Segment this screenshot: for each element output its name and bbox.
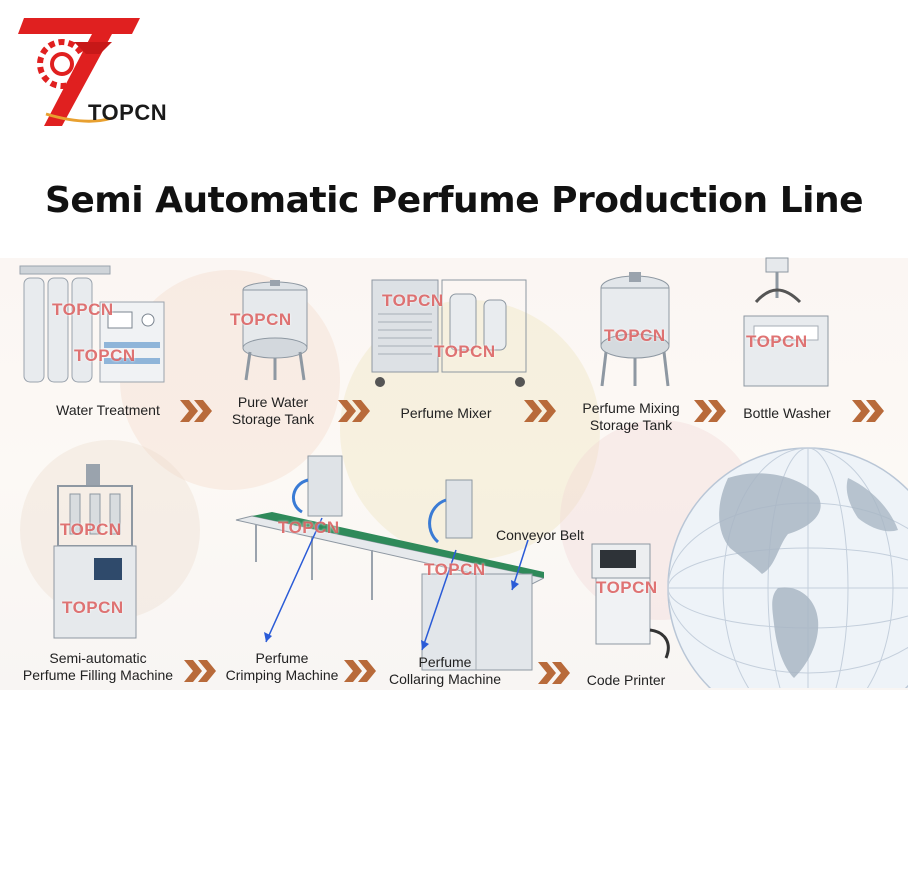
chevron-arrow-icon: [538, 662, 570, 684]
watermark: TOPCN: [278, 518, 340, 537]
watermark: TOPCN: [230, 310, 292, 329]
watermark: TOPCN: [382, 291, 444, 310]
watermark: TOPCN: [60, 520, 122, 539]
label-bottle-washer: Bottle Washer: [743, 405, 831, 421]
label-perfume-mixing-storage-tank: Perfume Mixing Storage Tank: [570, 400, 692, 434]
chevron-arrow-icon: [184, 660, 216, 682]
bottle-washer-machine: [743, 257, 829, 387]
label-line: Perfume Filling Machine: [22, 667, 174, 683]
chevron-arrow-icon: [180, 400, 212, 422]
water-treatment-machine: [19, 265, 165, 383]
label-code-printer: Code Printer: [586, 672, 666, 688]
label-line: Collaring Machine: [388, 671, 502, 687]
watermark: TOPCN: [746, 332, 808, 351]
topcn-logo: TOPCN: [16, 14, 168, 132]
watermark: TOPCN: [434, 342, 496, 361]
label-line: Perfume: [418, 654, 472, 670]
topcn-logo-mark: [18, 18, 140, 126]
watermark: TOPCN: [424, 560, 486, 579]
watermark: TOPCN: [74, 346, 136, 365]
logo-text: TOPCN: [88, 100, 168, 125]
watermark: TOPCN: [604, 326, 666, 345]
conveyor-belt-line: [235, 455, 544, 671]
code-printer-machine: [591, 543, 670, 659]
label-water-treatment: Water Treatment: [56, 402, 160, 418]
label-line: Perfume Mixing: [582, 400, 680, 416]
watermark: TOPCN: [596, 578, 658, 597]
page-title: Semi Automatic Perfume Production Line: [44, 180, 864, 221]
label-pure-water-storage-tank: Pure Water Storage Tank: [218, 394, 328, 428]
chevron-arrow-icon: [524, 400, 556, 422]
mixing-storage-tank-machine: [600, 272, 670, 387]
storage-tank-machine: [242, 280, 308, 381]
label-line: Pure Water: [237, 394, 309, 410]
globe-icon: [667, 447, 908, 688]
label-filling-machine: Semi-automatic Perfume Filling Machine: [10, 650, 186, 684]
label-line: Semi-automatic: [49, 650, 147, 666]
label-perfume-mixer: Perfume Mixer: [400, 405, 492, 421]
chevron-arrow-icon: [694, 400, 726, 422]
watermark: TOPCN: [62, 598, 124, 617]
label-collaring-machine: Perfume Collaring Machine: [380, 654, 510, 688]
watermark: TOPCN: [52, 300, 114, 319]
label-line: Crimping Machine: [225, 667, 339, 683]
label-line: Perfume: [255, 650, 309, 666]
chevron-arrow-icon: [852, 400, 884, 422]
label-conveyor-belt: Conveyor Belt: [496, 527, 584, 543]
label-crimping-machine: Perfume Crimping Machine: [216, 650, 348, 684]
label-line: Storage Tank: [231, 411, 315, 427]
chevron-arrow-icon: [344, 660, 376, 682]
label-line: Storage Tank: [589, 417, 673, 433]
chevron-arrow-icon: [338, 400, 370, 422]
filling-machine: [53, 464, 137, 639]
perfume-mixer-machine: [371, 279, 527, 387]
